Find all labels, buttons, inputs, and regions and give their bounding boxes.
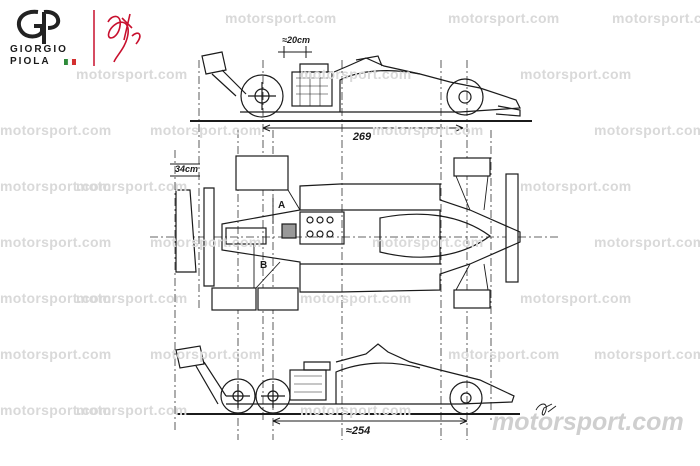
watermark: motorsport.com	[150, 234, 262, 250]
top-view	[175, 155, 521, 311]
dim-label-b: B	[260, 260, 267, 271]
watermark: motorsport.com	[448, 10, 560, 26]
artist-name-first: GIORGIO	[10, 44, 68, 55]
watermark: motorsport.com	[150, 346, 262, 362]
watermark: motorsport.com	[612, 10, 700, 26]
watermark: motorsport.com	[372, 122, 484, 138]
dim-front-width	[170, 163, 200, 177]
watermark: motorsport.com	[300, 290, 412, 306]
watermark: motorsport.com	[300, 66, 412, 82]
side-view-top	[190, 51, 532, 122]
dim-top-gap	[278, 46, 312, 58]
watermark: motorsport.com	[594, 122, 700, 138]
gp-monogram-icon	[16, 9, 60, 44]
watermark: motorsport.com	[372, 234, 484, 250]
watermark: motorsport.com	[0, 290, 112, 306]
dim-side-wheelbase-label: 269	[352, 131, 372, 143]
dim-side-wheelbase	[262, 124, 464, 132]
italy-flag-icon	[64, 58, 76, 66]
watermark: motorsport.com	[520, 66, 632, 82]
dim-bottom-wheelbase-label: ≈254	[346, 425, 370, 437]
signature-icon	[107, 13, 141, 63]
dim-markers-ab	[253, 198, 274, 288]
watermark-large: motorsport.com	[492, 408, 684, 436]
artist-name-last: PIOLA	[10, 56, 51, 67]
watermark: motorsport.com	[225, 10, 337, 26]
watermark: motorsport.com	[76, 290, 188, 306]
watermark: motorsport.com	[0, 122, 112, 138]
watermark: motorsport.com	[76, 402, 188, 418]
watermark: motorsport.com	[150, 122, 262, 138]
watermark: motorsport.com	[520, 290, 632, 306]
dim-front-width-label: 34cm	[175, 164, 198, 174]
dim-label-a: A	[278, 200, 285, 211]
side-view-bottom	[175, 343, 520, 415]
watermark: motorsport.com	[0, 178, 112, 194]
watermark: motorsport.com	[300, 402, 412, 418]
watermark: motorsport.com	[594, 346, 700, 362]
watermark: motorsport.com	[520, 178, 632, 194]
watermark: motorsport.com	[76, 66, 188, 82]
watermark: motorsport.com	[448, 346, 560, 362]
watermark: motorsport.com	[0, 234, 112, 250]
drawing-signature-icon	[535, 403, 557, 416]
watermark: motorsport.com	[594, 234, 700, 250]
watermark: motorsport.com	[76, 178, 188, 194]
dim-top-gap-label: ≈20cm	[282, 35, 310, 45]
watermark: motorsport.com	[0, 402, 112, 418]
dim-bottom-wheelbase	[272, 417, 468, 425]
watermark: motorsport.com	[0, 346, 112, 362]
